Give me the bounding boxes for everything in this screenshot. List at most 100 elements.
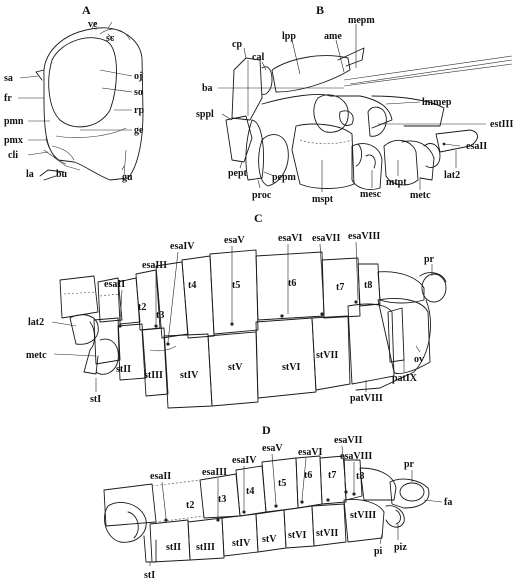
label-gu: gu: [122, 172, 133, 183]
label-c-stII: stII: [116, 364, 131, 375]
label-lat2: lat2: [444, 170, 460, 181]
panel-a: A ve sc sa oj so fr rp pmn ge: [4, 3, 144, 183]
label-c-patIX: patIX: [392, 373, 418, 384]
label-d-esaVI: esaVI: [298, 447, 323, 458]
label-d-esaVII: esaVII: [334, 435, 362, 446]
label-metc: metc: [410, 190, 431, 201]
label-c-stIV: stIV: [180, 370, 199, 381]
label-d-stVIII: stVIII: [350, 510, 376, 521]
label-rp: rp: [134, 105, 144, 116]
label-d-stI: stI: [144, 570, 155, 581]
label-d-t2: t2: [186, 500, 194, 511]
label-c-esaII: esaII: [104, 279, 125, 290]
label-cp: cp: [232, 39, 242, 50]
label-c-stIII: stIII: [144, 370, 163, 381]
label-c-esaIII: esaIII: [142, 260, 167, 271]
label-pept: pept: [228, 168, 248, 179]
label-bu: bu: [56, 169, 68, 180]
label-ame: ame: [324, 31, 342, 42]
label-c-t5: t5: [232, 280, 240, 291]
label-la: la: [26, 169, 34, 180]
label-cal: cal: [252, 52, 264, 63]
label-mepm: mepm: [348, 15, 375, 26]
label-lmmep: lmmep: [422, 97, 452, 108]
label-ve: ve: [88, 19, 98, 30]
label-c-lat2: lat2: [28, 317, 44, 328]
label-c-t4: t4: [188, 280, 196, 291]
label-d-stIII: stIII: [196, 542, 215, 553]
label-c-stV: stV: [228, 362, 243, 373]
abdomen-c-drawing: [59, 249, 447, 409]
label-c-esaVIII: esaVIII: [348, 231, 380, 242]
panel-c: C: [26, 211, 447, 409]
label-d-t5: t5: [278, 478, 286, 489]
panel-b-letter: B: [316, 3, 324, 17]
panel-a-letter: A: [82, 3, 91, 17]
label-c-esaVI: esaVI: [278, 233, 303, 244]
label-d-t7: t7: [328, 470, 336, 481]
label-d-esaV: esaV: [262, 443, 283, 454]
label-sppl: sppl: [196, 109, 214, 120]
label-mtpt: mtpt: [386, 177, 407, 188]
label-c-t3: t3: [156, 310, 164, 321]
label-c-stVII: stVII: [316, 350, 338, 361]
label-sa: sa: [4, 73, 13, 84]
spiracles-d: [164, 490, 356, 522]
panel-d-letter: D: [262, 423, 271, 437]
label-d-fa: fa: [444, 497, 452, 508]
label-ba: ba: [202, 83, 213, 94]
label-d-piz: piz: [394, 542, 407, 553]
thorax-drawing: [225, 47, 513, 191]
label-d-pi: pi: [374, 546, 383, 557]
label-c-pr: pr: [424, 254, 435, 265]
label-d-esaII: esaII: [150, 471, 171, 482]
label-ge: ge: [134, 125, 144, 136]
label-c-t8: t8: [364, 280, 372, 291]
label-proc: proc: [252, 190, 272, 201]
label-c-esaV: esaV: [224, 235, 245, 246]
label-d-t3: t3: [218, 494, 226, 505]
label-lpp: lpp: [282, 31, 296, 42]
label-pmn: pmn: [4, 116, 24, 127]
label-d-esaIV: esaIV: [232, 455, 257, 466]
label-mspt: mspt: [312, 194, 334, 205]
label-d-stIV: stIV: [232, 538, 251, 549]
label-pmx: pmx: [4, 135, 23, 146]
label-c-t6: t6: [288, 278, 296, 289]
label-c-esaIV: esaIV: [170, 241, 195, 252]
label-so: so: [134, 87, 143, 98]
label-pepm: pepm: [272, 172, 297, 183]
label-fr: fr: [4, 93, 12, 104]
label-d-stVI: stVI: [288, 530, 306, 541]
label-c-metc: metc: [26, 350, 47, 361]
label-c-stI: stI: [90, 394, 101, 405]
panel-d: D: [103, 423, 452, 581]
label-c-patVIII: patVIII: [350, 393, 383, 404]
label-d-t8: t8: [356, 471, 364, 482]
label-d-esaVIII: esaVIII: [340, 451, 372, 462]
label-c-esaVII: esaVII: [312, 233, 340, 244]
label-c-t7: t7: [336, 282, 344, 293]
label-d-pr: pr: [404, 459, 415, 470]
label-c-stVI: stVI: [282, 362, 300, 373]
label-d-esaIII: esaIII: [202, 467, 227, 478]
label-sc: sc: [106, 33, 115, 44]
label-d-t4: t4: [246, 486, 254, 497]
label-esaII: esaII: [466, 141, 487, 152]
label-cli: cli: [8, 150, 18, 161]
panel-c-letter: C: [254, 211, 263, 225]
label-c-ov: ov: [414, 354, 424, 365]
label-d-stVII: stVII: [316, 528, 338, 539]
spiracles-c: [118, 300, 358, 346]
label-estIII: estIII: [490, 119, 513, 130]
label-oj: oj: [134, 71, 142, 82]
label-d-stV: stV: [262, 534, 277, 545]
panel-b: B mepm ame: [196, 3, 513, 205]
label-c-t2: t2: [138, 302, 146, 313]
label-mesc: mesc: [360, 189, 382, 200]
label-d-t6: t6: [304, 470, 312, 481]
abdomen-d-drawing: [103, 455, 430, 563]
head-drawing: [35, 21, 144, 181]
label-d-stII: stII: [166, 542, 181, 553]
